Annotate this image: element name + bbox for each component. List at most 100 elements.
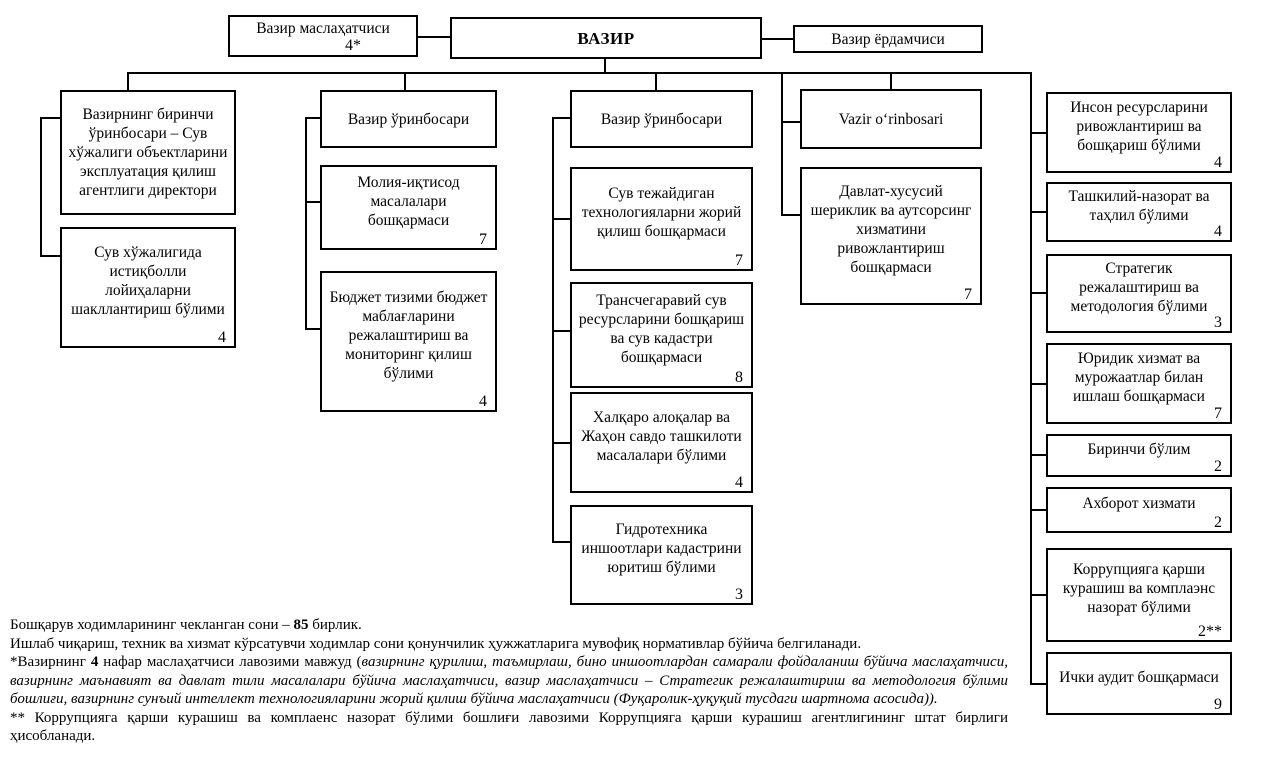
box-minister-assistant: Вазир ёрдамчиси [793,25,983,53]
connector-drop-col3 [655,72,657,90]
connector-col4-stub-1 [781,121,800,123]
connector-col2-spine [305,117,307,330]
note-text: ** Коррупцияга қарши курашиш ва комплаен… [10,709,1008,745]
connector-col2-stub-1 [305,117,320,119]
box-minister-advisor: Вазир маслаҳатчиси 4* [228,15,418,57]
connector-col3-stub-2 [552,218,570,220]
connector-drop-col4 [890,72,892,89]
connector-advisor-minister [418,36,450,38]
box-label: Ташкилий-назорат ва таҳлил бўлими [1068,187,1210,224]
staff-count: 7 [964,286,972,303]
box-label: Юридик хизмат ва мурожаатлар билан ишлаш… [1073,349,1205,405]
connector-col5-stub-4 [1030,383,1046,385]
box-minister: ВАЗИР [450,17,762,59]
connector-col5-stub-7 [1030,594,1046,596]
connector-col3-stub-1 [552,117,570,119]
box-label: Сув хўжалигида истиқболли лойиҳаларни ша… [71,244,225,318]
box-anticorruption-compliance-division: Коррупцияга қарши курашиш ва комплаэнс н… [1046,548,1232,642]
box-deputy-minister-ppp: Vazir o‘rinbosari [800,89,982,149]
box-label: Молия-иқтисод масалалари бошқармаси [357,173,460,229]
box-label: Трансчегаравий сув ресурсларини бошқариш… [578,291,745,366]
staff-count: 2 [1214,458,1222,475]
box-label: Ички аудит бошқармаси [1059,668,1219,686]
box-first-deputy-agency-director: Вазирнинг биринчи ўринбосари – Сув хўжал… [60,90,236,215]
box-label: Инсон ресурсларини ривожлантириш ва бошқ… [1070,98,1208,154]
box-label: Халқаро алоқалар ва Жаҳон савдо ташкилот… [581,408,742,464]
connector-col4-stub-2 [781,214,800,216]
connector-minister-assistant [762,38,793,40]
connector-col4-spine [781,72,783,216]
staff-count: 7 [735,252,743,269]
box-org-control-analysis-division: Ташкилий-назорат ва таҳлил бўлими 4 [1046,182,1232,242]
box-budget-planning-monitoring-division: Бюджет тизими бюджет маблағларини режала… [320,271,497,412]
note-bold-number: 4 [90,654,99,670]
box-label: Коррупцияга қарши курашиш ва комплаэнс н… [1062,561,1216,616]
connector-minister-drop [604,59,606,72]
connector-col5-stub-1 [1030,132,1046,134]
connector-col3-stub-5 [552,541,570,543]
box-hr-division: Инсон ресурсларини ривожлантириш ва бошқ… [1046,92,1232,173]
box-label: Вазир маслаҳатчиси [256,20,390,37]
connector-col1-bracket [40,117,42,257]
box-label: Гидротехника иншоотлари кадастрини юрити… [581,521,742,576]
box-international-relations-division: Халқаро алоқалар ва Жаҳон савдо ташкилот… [570,392,753,493]
connector-col5-stub-2 [1030,211,1046,213]
connector-col2-stub-3 [305,328,320,330]
box-label: Vazir o‘rinbosari [838,110,944,128]
staff-count: 2 [1214,514,1222,531]
note-text: *Вазирнинг [10,654,91,670]
box-hydrotechnical-cadastre-division: Гидротехника иншоотлари кадастрини юрити… [570,505,753,605]
footnote-advisors: *Вазирнинг 4 нафар маслаҳатчиси лавозими… [10,653,1008,709]
box-label: Стратегик режалаштириш ва методология бў… [1070,259,1208,315]
staff-count: 9 [1214,696,1222,713]
connector-col5-spine [1030,72,1032,685]
staff-count: 7 [1214,405,1222,422]
note-text: Ишлаб чиқариш, техник ва хизмат кўрсатув… [10,635,862,652]
box-label: Вазир ўринбосари [600,110,723,128]
box-finance-economy-dept: Молия-иқтисод масалалари бошқармаси 7 [320,165,497,250]
staff-count: 4 [1214,223,1222,240]
box-label: Вазир ёрдамчиси [831,30,945,48]
box-water-projects-division: Сув хўжалигида истиқболли лойиҳаларни ша… [60,227,236,348]
box-ppp-outsourcing-dept: Давлат-хусусий шериклик ва аутсорсинг хи… [800,167,982,305]
note-text: бирлик. [308,617,362,633]
box-label: ВАЗИР [577,28,635,48]
note-text: нафар маслаҳатчиси лавозими мавжуд ( [98,654,362,670]
note-text: Бошқарув ходимларининг чекланган сони – [10,617,294,633]
connector-col3-stub-3 [552,330,570,332]
note-italic-text: вазирнинг қурилиш, таъмирлаш, бино иншоо… [10,654,1008,707]
box-transboundary-water-dept: Трансчегаравий сув ресурсларини бошқариш… [570,282,753,388]
staff-count: 7 [479,231,487,248]
note-production-staff: Ишлаб чиқариш, техник ва хизмат кўрсатув… [10,635,1008,654]
connector-drop-col1 [127,72,129,90]
staff-count: 4 [1214,154,1222,171]
box-label: Сув тежайдиган технологияларни жорий қил… [581,185,742,240]
box-label: Биринчи бўлим [1087,440,1191,458]
connector-col1-stub-2 [40,255,60,257]
box-water-saving-tech-dept: Сув тежайдиган технологияларни жорий қил… [570,167,753,271]
box-strategic-planning-division: Стратегик режалаштириш ва методология бў… [1046,254,1232,333]
box-label: Вазир ўринбосари [347,110,470,128]
note-staff-limit: Бошқарув ходимларининг чекланган сони – … [10,616,1008,635]
connector-main-horizontal [127,72,1032,74]
staff-count: 2** [1198,623,1222,640]
staff-count: 8 [735,369,743,386]
box-label: Бюджет тизими бюджет маблағларини режала… [329,288,488,382]
staff-count: 4 [479,393,487,410]
box-deputy-minister-water-tech: Вазир ўринбосари [570,90,753,148]
box-label: Вазирнинг биринчи ўринбосари – Сув хўжал… [68,106,228,199]
box-internal-audit-dept: Ички аудит бошқармаси 9 [1046,652,1232,715]
connector-col5-stub-3 [1030,292,1046,294]
staff-count: 4 [735,474,743,491]
box-legal-service-dept: Юридик хизмат ва мурожаатлар билан ишлаш… [1046,343,1232,424]
connector-drop-col2 [404,72,406,90]
connector-col5-stub-5 [1030,454,1046,456]
connector-col5-stub-6 [1030,509,1046,511]
note-bold-number: 85 [293,617,309,633]
box-label: Ахборот хизмати [1082,495,1196,512]
box-label: Давлат-хусусий шериклик ва аутсорсинг хи… [810,183,972,276]
connector-col3-stub-4 [552,442,570,444]
staff-count: 4 [218,329,226,346]
footnote-anticorruption: ** Коррупцияга қарши курашиш ва комплаен… [10,709,1008,746]
